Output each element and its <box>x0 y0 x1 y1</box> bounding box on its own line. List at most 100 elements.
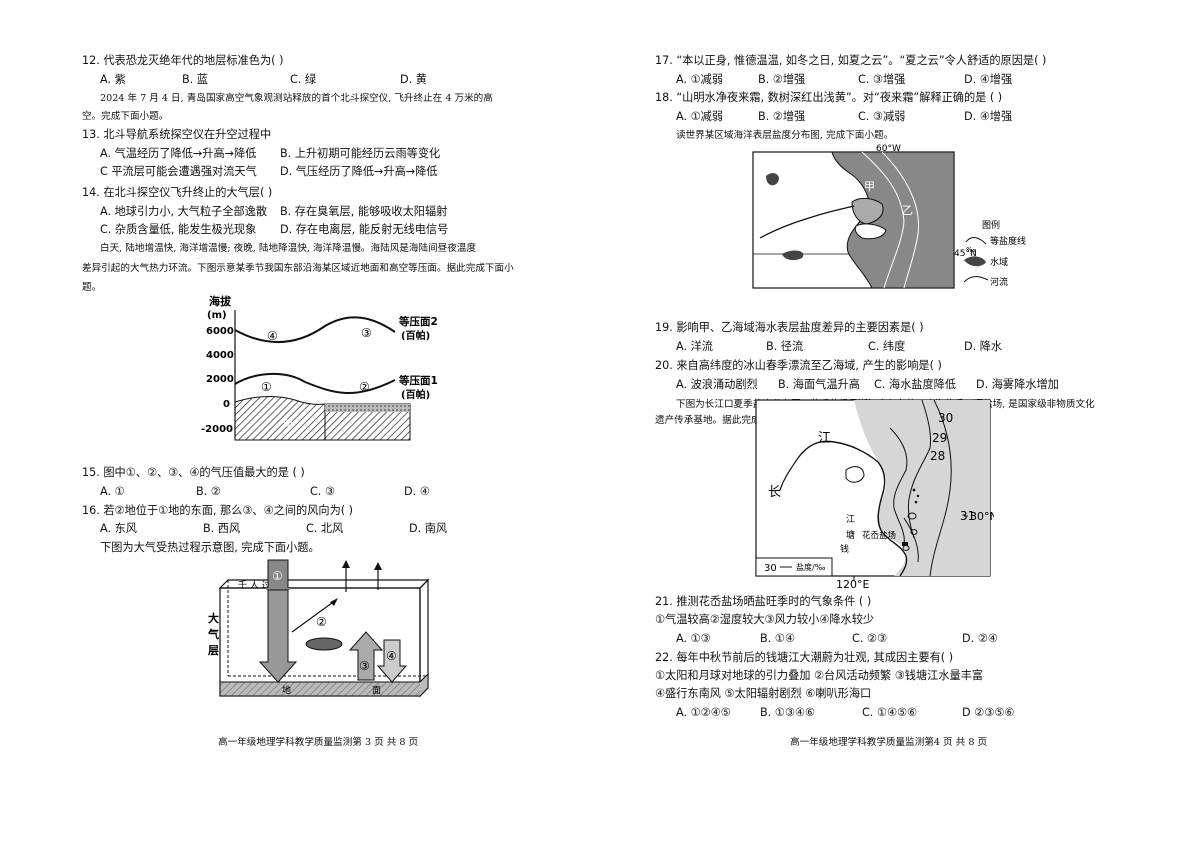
q16-option-d[interactable]: D. 南风 <box>409 522 448 535</box>
arrow-4-label: ④ <box>386 649 397 663</box>
q17-option-b[interactable]: B. ②增强 <box>758 73 806 86</box>
isobar-1-unit: (百帕) <box>401 388 430 401</box>
q19-option-c[interactable]: C. 纬度 <box>868 340 906 353</box>
q12-option-a[interactable]: A. 紫 <box>100 73 126 86</box>
isoline-28-label: 28 <box>930 449 945 463</box>
q17-option-d[interactable]: D. ④增强 <box>964 73 1013 86</box>
point-3-label: ③ <box>361 326 372 340</box>
isobar-1-label: 等压面1 <box>398 374 438 387</box>
q15-option-a[interactable]: A. ① <box>100 485 125 498</box>
intro-21-line2: 遗产传承基地。据此完成下面小题。 <box>655 415 809 426</box>
qiantang-label-1: 江 <box>846 514 855 525</box>
isoline-30-label: 30 <box>938 411 953 425</box>
q21-option-a[interactable]: A. ①③ <box>676 632 711 645</box>
q14-option-a[interactable]: A. 地球引力小, 大气粒子全部逸散 <box>100 205 268 218</box>
legend-isohaline: 等盐度线 <box>990 235 1026 247</box>
q15-option-b[interactable]: B. ② <box>196 485 221 498</box>
q22-option-c[interactable]: C. ①④⑤⑥ <box>862 706 918 719</box>
q20-option-d[interactable]: D. 海雾降水增加 <box>976 378 1059 391</box>
q14-option-d[interactable]: D. 存在电离层, 能反射无线电信号 <box>280 223 449 236</box>
isobaric-surface-diagram: 海拔 (m) 6000 4000 2000 0 -2000 ④ ③ ① ② 等压… <box>201 294 438 441</box>
q17-option-c[interactable]: C. ③增强 <box>858 73 906 86</box>
q12-stem: 12. 代表恐龙灭绝年代的地层标准色为( ) <box>82 54 284 67</box>
isoline-29-label: 29 <box>932 431 947 445</box>
atmosphere-heating-diagram: 地 面 大 气 层 千 人 过 人 ① ② ③ ④ <box>207 559 430 698</box>
longitude-120e-label: 120°E <box>836 578 869 590</box>
legend-river: 河流 <box>990 276 1008 288</box>
q21-option-d[interactable]: D. ②④ <box>962 632 998 645</box>
yangtze-salinity-map: 30 29 28 31 江 长 江 塘 钱 花岙盐场 30°N 30 盐度/‰ … <box>755 399 994 590</box>
q18-option-c[interactable]: C. ③减弱 <box>858 110 906 123</box>
atmosphere-label-1: 大 <box>208 611 219 625</box>
point-4-label: ④ <box>267 329 278 343</box>
tick-4000: 4000 <box>206 350 234 361</box>
tick-neg2000: -2000 <box>201 424 233 435</box>
q21-items: ①气温较高②湿度较大③风力较小④降水较少 <box>655 613 875 626</box>
left-page-footer: 高一年级地理学科教学质量监测第 3 页 共 8 页 <box>218 737 419 748</box>
q20-option-c[interactable]: C. 海水盐度降低 <box>874 378 957 391</box>
q22-items-line2: ④盛行东南风 ⑤太阳辐射剧烈 ⑥喇叭形海口 <box>655 687 872 700</box>
intro-13-line1: 2024 年 7 月 4 日, 青岛国家高空气象观测站释放的首个北斗探空仪, 飞… <box>100 93 493 104</box>
legend-unit: ‰ <box>966 246 976 254</box>
q14-option-c[interactable]: C. 杂质含量低, 能发生极光现象 <box>100 223 257 236</box>
land-label: 甲 <box>283 420 293 431</box>
q15-option-c[interactable]: C. ③ <box>310 485 335 498</box>
q21-option-c[interactable]: C. ②③ <box>852 632 887 645</box>
isobar-2-line <box>234 316 396 344</box>
q22-option-d[interactable]: D ②③⑤⑥ <box>962 706 1015 719</box>
right-page-footer: 高一年级地理学科教学质量监测第4 页 共 8 页 <box>790 737 988 748</box>
huaao-salt-field-label: 花岙盐场 <box>862 530 896 541</box>
q14-option-b[interactable]: B. 存在臭氧层, 能够吸收太阳辐射 <box>280 205 448 218</box>
q13-option-c[interactable]: C 平流层可能会遭遇强对流天气 <box>100 165 257 178</box>
isobar-1-line <box>234 372 396 394</box>
region-jia-label: 甲 <box>864 180 875 193</box>
q13-option-a[interactable]: A. 气温经历了降低→升高→降低 <box>100 147 257 160</box>
q16-option-b[interactable]: B. 西风 <box>203 522 241 535</box>
q13-option-d[interactable]: D. 气压经历了降低→升高→降低 <box>280 165 438 178</box>
sea-surface <box>325 404 410 412</box>
tick-0: 0 <box>223 399 230 410</box>
q22-stem: 22. 每年中秋节前后的钱塘江大潮蔚为壮观, 其成因主要有( ) <box>655 651 954 664</box>
q18-option-a[interactable]: A. ①减弱 <box>676 110 723 123</box>
q13-option-b[interactable]: B. 上升初期可能经历云雨等变化 <box>280 147 441 160</box>
point-1-label: ① <box>261 380 272 394</box>
q20-stem: 20. 来自高纬度的冰山春季漂流至乙海域, 产生的影响是( ) <box>655 359 942 372</box>
tick-2000: 2000 <box>206 374 234 385</box>
land-area <box>234 395 326 441</box>
atmosphere-label-3: 层 <box>207 644 219 657</box>
q19-option-b[interactable]: B. 径流 <box>766 340 804 353</box>
y-axis-unit: (m) <box>207 310 227 321</box>
q18-option-d[interactable]: D. ④增强 <box>964 110 1013 123</box>
intro-17: 下图为大气受热过程示意图, 完成下面小题。 <box>100 541 320 554</box>
q22-items-line1: ①太阳和月球对地球的引力叠加 ②台风活动频繁 ③钱塘江水量丰富 <box>655 669 984 682</box>
q16-option-a[interactable]: A. 东风 <box>100 522 137 535</box>
q17-option-a[interactable]: A. ①减弱 <box>676 73 723 86</box>
legend-river-icon <box>963 276 989 283</box>
legend-water: 水域 <box>990 256 1008 268</box>
q22-option-b[interactable]: B. ①③④⑥ <box>760 706 815 719</box>
legend-value: 30 <box>764 563 777 574</box>
q18-stem: 18. “山明水净夜来霜, 数树深红出浅黄”。对“夜来霜”解释正确的是 ( ) <box>655 91 1003 104</box>
salinity-map-gulf: 60°W 45°N 甲 乙 图例 ‰ 等盐度线 水域 河流 <box>752 144 1026 289</box>
arrow-3-label: ③ <box>359 659 370 673</box>
ground-label-2: 面 <box>372 685 381 696</box>
isobar-2-label: 等压面2 <box>398 315 438 328</box>
q15-option-d[interactable]: D. ④ <box>404 485 430 498</box>
river-chang-label: 长 <box>768 485 781 500</box>
q19-option-a[interactable]: A. 洋流 <box>676 340 713 353</box>
q16-option-c[interactable]: C. 北风 <box>306 522 344 535</box>
q20-option-b[interactable]: B. 海面气温升高 <box>778 378 860 391</box>
q19-option-d[interactable]: D. 降水 <box>964 340 1003 353</box>
q21-stem: 21. 推测花岙盐场晒盐旺季时的气象条件 ( ) <box>655 595 872 608</box>
q12-option-b[interactable]: B. 蓝 <box>182 73 208 86</box>
q17-stem: 17. “本以正身, 惟德温温, 如冬之日, 如夏之云”。“夏之云”令人舒适的原… <box>655 54 1047 67</box>
q22-option-a[interactable]: A. ①②④⑤ <box>676 706 731 719</box>
qiantang-label-2: 塘 <box>846 529 855 541</box>
q21-option-b[interactable]: B. ①④ <box>760 632 795 645</box>
latitude-30n-label: 30°N <box>970 510 994 523</box>
q12-option-d[interactable]: D. 黄 <box>400 73 427 86</box>
q12-option-c[interactable]: C. 绿 <box>290 73 317 86</box>
q20-option-a[interactable]: A. 波浪涌动剧烈 <box>676 378 758 391</box>
atmosphere-label-2: 气 <box>207 627 219 641</box>
q18-option-b[interactable]: B. ②增强 <box>758 110 806 123</box>
